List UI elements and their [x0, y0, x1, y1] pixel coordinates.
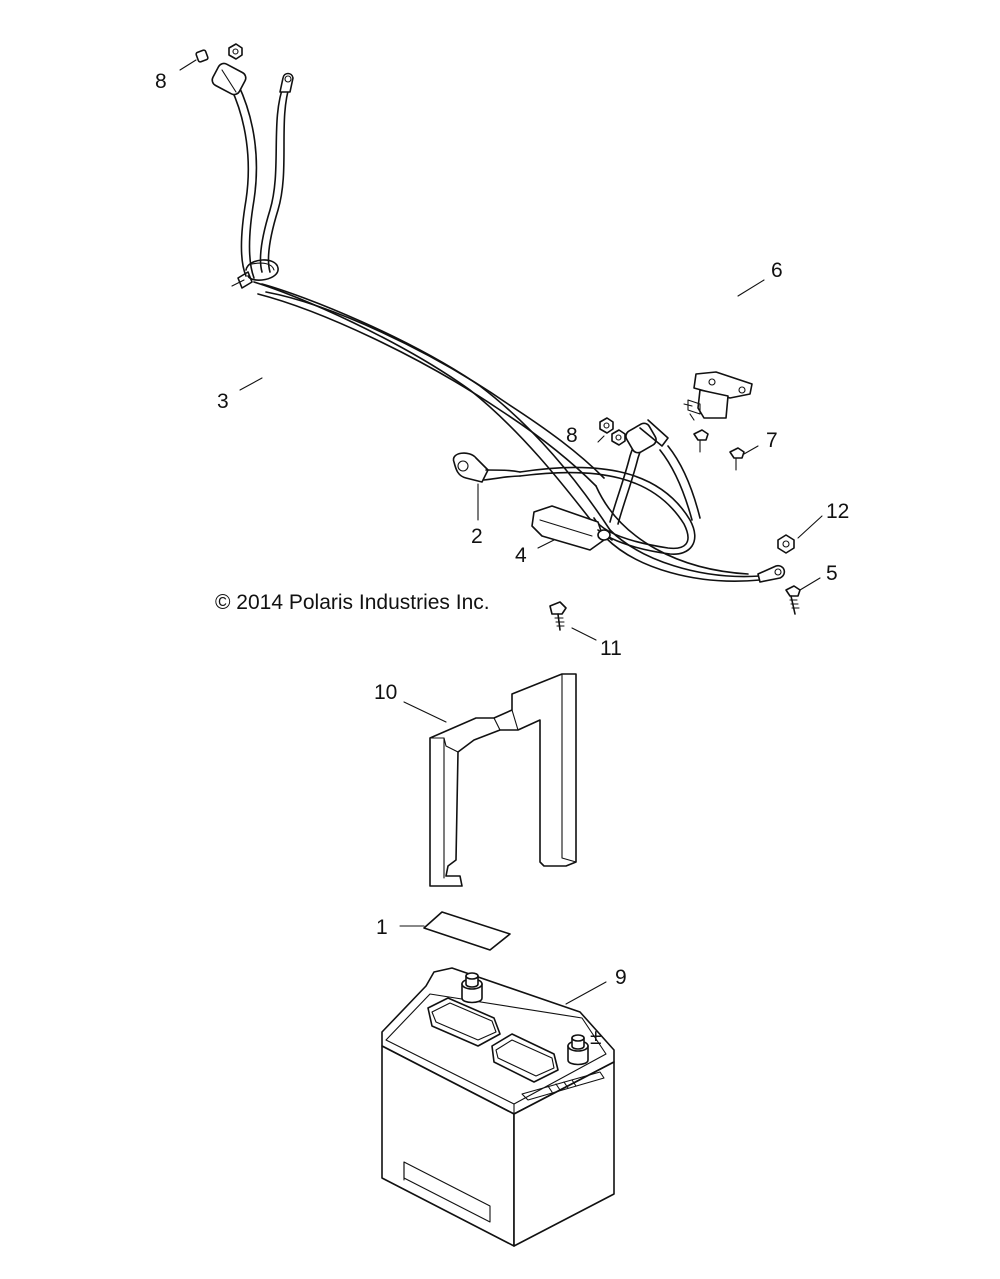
callout-4: 4	[515, 544, 527, 567]
battery-post-right	[567, 1034, 589, 1066]
callout-12: 12	[826, 500, 849, 523]
cable-harness	[195, 43, 786, 583]
cable-clamp	[231, 259, 279, 289]
callout-5: 5	[826, 562, 838, 585]
bolt-item-11	[549, 601, 567, 631]
callout-11: 11	[600, 637, 622, 660]
terminal-boot	[531, 505, 613, 551]
leader-8a	[179, 59, 197, 71]
nut-top	[228, 43, 243, 60]
nut-middle	[599, 417, 626, 446]
battery: ±	[381, 967, 615, 1247]
screw-item-7b	[729, 447, 745, 471]
vent-cap-left	[427, 997, 501, 1047]
nut-item-12	[777, 534, 795, 554]
post-terminal	[452, 452, 521, 483]
leader-5	[799, 577, 821, 591]
vent-cap-right	[491, 1033, 559, 1083]
battery-symbol: ±	[590, 1026, 602, 1049]
leader-3	[239, 377, 263, 391]
callout-labels: 8 3 2 4 8 6 7 12 5 11 10 1 9	[155, 70, 849, 989]
leader-12	[797, 515, 823, 539]
callout-7: 7	[766, 429, 778, 452]
leader-11	[571, 627, 597, 641]
callout-8-top: 8	[155, 70, 167, 93]
callout-8-middle: 8	[566, 424, 578, 447]
leader-4	[537, 539, 555, 549]
top-ring-terminal	[279, 72, 294, 93]
battery-hold-down-bracket	[429, 673, 577, 887]
callout-3: 3	[217, 390, 229, 413]
ring-terminal-right	[757, 564, 786, 583]
leader-8b	[597, 435, 605, 443]
callout-2: 2	[471, 525, 483, 548]
battery-post-left	[461, 972, 483, 1004]
callout-9: 9	[615, 966, 627, 989]
callout-10: 10	[374, 681, 397, 704]
callout-6: 6	[771, 259, 783, 282]
copyright-notice: © 2014 Polaris Industries Inc.	[215, 591, 490, 614]
screw-item-7a	[693, 429, 709, 453]
cap-top	[195, 49, 209, 63]
leader-9	[565, 981, 607, 1005]
leader-10	[403, 701, 447, 723]
top-cable-cap	[211, 62, 247, 96]
leader-lines	[179, 59, 823, 1005]
bolt-item-5	[785, 585, 801, 615]
battery-label-decal	[423, 911, 511, 951]
leader-6	[737, 279, 765, 297]
upper-cable-cap	[625, 419, 669, 454]
leader-7	[743, 445, 759, 455]
solenoid	[683, 371, 753, 421]
callout-1: 1	[376, 916, 388, 939]
